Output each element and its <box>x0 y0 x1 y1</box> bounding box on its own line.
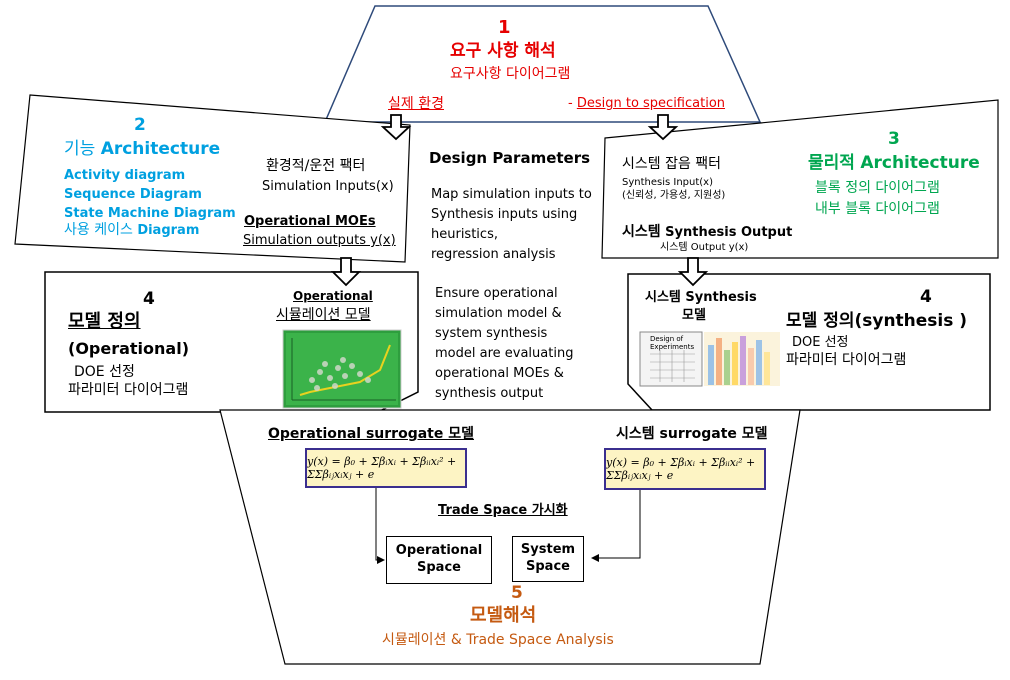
sys-connector <box>591 488 641 562</box>
op-surrogate-title: Operational surrogate 모델 <box>268 426 474 442</box>
sim-inputs-label: Simulation Inputs(x) <box>262 179 394 194</box>
functional-arch-shape <box>14 94 411 263</box>
requirements-shape <box>323 5 762 123</box>
down-arrow-4 <box>677 257 709 287</box>
env-factor-title: 환경적/운전 팩터 <box>266 158 366 174</box>
down-arrow-3 <box>330 257 362 287</box>
synthesis-input-sub: (신뢰성, 가용성, 지원성) <box>622 190 726 201</box>
op-surrogate-formula: y(x) = β₀ + Σβᵢxᵢ + Σβᵢᵢxᵢ² + ΣΣβᵢⱼxᵢxⱼ … <box>305 448 467 488</box>
real-env-link: 실제 환경 <box>388 96 444 112</box>
step1-title: 요구 사항 해석 <box>450 41 556 61</box>
operational-model-label: Operational <box>293 289 373 303</box>
step4-left-subtitle: (Operational) <box>68 339 190 358</box>
operational-sim-image <box>282 329 402 409</box>
doe-label-left: DOE 선정 <box>74 364 135 380</box>
step2-number: 2 <box>134 115 146 135</box>
synthesis-doe-image <box>639 331 780 387</box>
synthesis-output-title: 시스템 Synthesis Output <box>622 224 793 240</box>
system-output-sub: 시스템 Output y(x) <box>660 242 749 253</box>
step1-subtitle: 요구사항 다이어그램 <box>450 66 571 82</box>
down-arrow-1 <box>380 114 412 141</box>
step1-number: 1 <box>498 17 511 38</box>
activity-diagram-item: Activity diagram <box>64 168 186 183</box>
step5-subtitle: 시뮬레이션 & Trade Space Analysis <box>382 632 614 648</box>
usecase-item: 사용 케이스 Diagram <box>64 222 200 238</box>
step3-diagram-list: 블록 정의 다이어그램 내부 블록 다이어그램 <box>815 178 940 220</box>
synthesis-model-label-1: 시스템 Synthesis <box>645 290 757 305</box>
step3-number: 3 <box>888 129 900 149</box>
doe-label-right: DOE 선정 <box>792 335 849 350</box>
step4-right-title: 모델 정의(synthesis ) <box>786 311 968 331</box>
operational-moes-title: Operational MOEs <box>244 214 376 229</box>
synthesis-input-label: Synthesis Input(x) <box>622 177 714 188</box>
sys-surrogate-formula: y(x) = β₀ + Σβᵢxᵢ + Σβᵢᵢxᵢ² + ΣΣβᵢⱼxᵢxⱼ … <box>604 448 766 490</box>
param-diagram-right: 파라미터 다이어그램 <box>786 352 907 368</box>
physical-arch-shape <box>601 99 999 259</box>
step5-title: 모델해석 <box>470 605 537 626</box>
sys-surrogate-title: 시스템 surrogate 모델 <box>616 426 768 442</box>
step2-title: 기능 Architecture <box>64 139 221 159</box>
design-spec-label: - Design to specification <box>568 96 726 111</box>
param-diagram-left: 파라미터 다이어그램 <box>68 382 189 398</box>
step2-diagram-list: Activity diagram Sequence Diagram State … <box>64 166 236 223</box>
down-arrow-2 <box>647 114 679 141</box>
block-def-item: 블록 정의 다이어그램 <box>815 180 940 196</box>
sim-outputs-label: Simulation outputs y(x) <box>243 233 396 248</box>
state-machine-item: State Machine Diagram <box>64 206 236 221</box>
step4-left-number: 4 <box>143 289 155 309</box>
noise-factor-title: 시스템 잡음 팩터 <box>622 156 722 172</box>
design-parameters-title: Design Parameters <box>429 149 591 167</box>
step4-left-title: 모델 정의 <box>68 311 141 332</box>
system-space-box: System Space <box>512 536 584 582</box>
operational-space-box: Operational Space <box>386 536 492 584</box>
internal-block-item: 내부 블록 다이어그램 <box>815 201 940 217</box>
synthesis-model-label-2: 모델 <box>682 308 706 323</box>
step3-title: 물리적 Architecture <box>808 153 980 173</box>
step5-number: 5 <box>511 583 523 603</box>
step4-right-number: 4 <box>920 287 932 307</box>
op-connector <box>375 486 385 564</box>
trade-space-title: Trade Space 가시화 <box>438 503 568 518</box>
sim-model-label: 시뮬레이션 모델 <box>276 307 371 323</box>
sequence-diagram-item: Sequence Diagram <box>64 187 202 202</box>
